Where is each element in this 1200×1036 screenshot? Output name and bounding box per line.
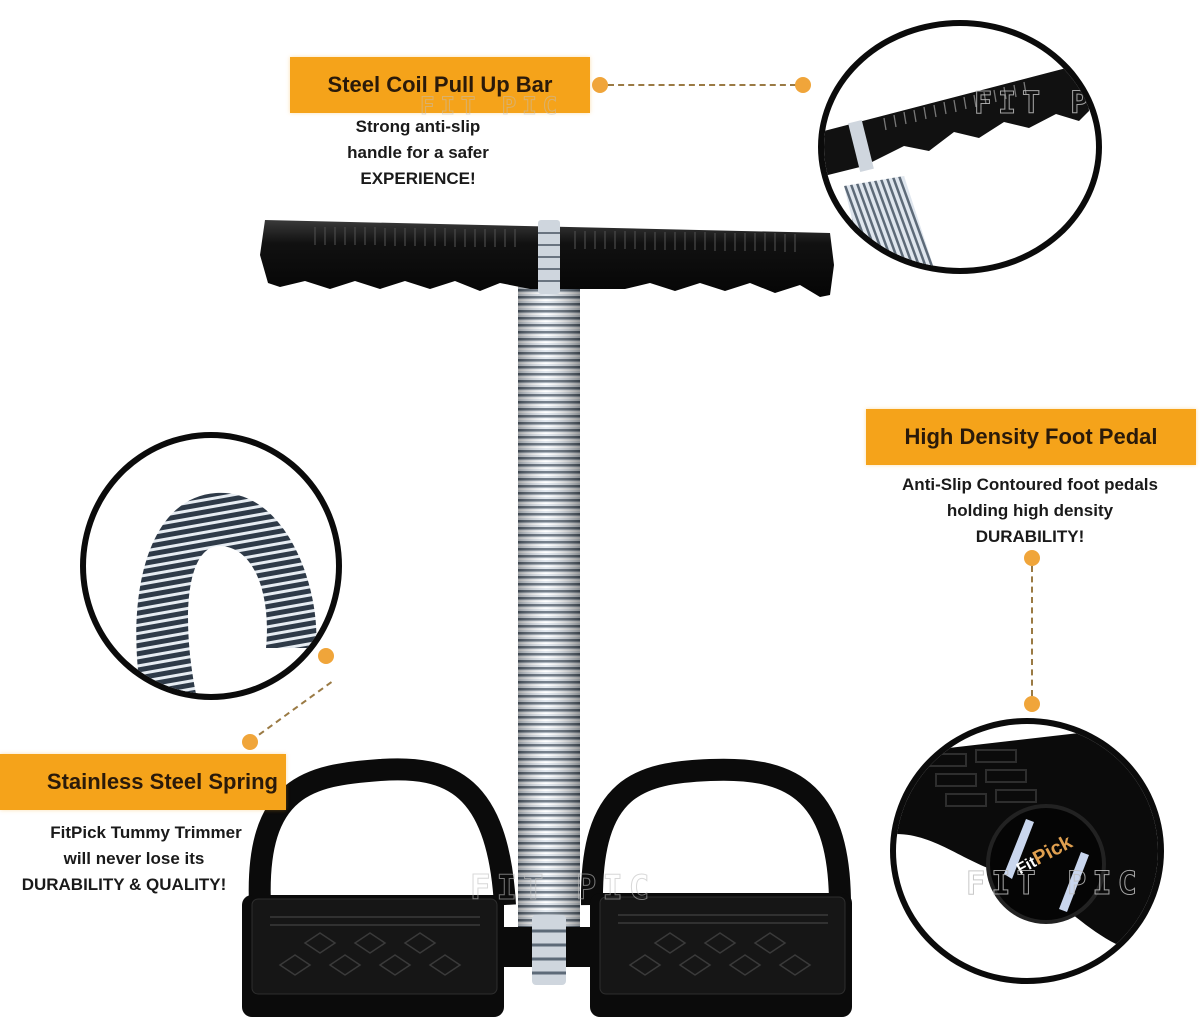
spring-detail-circle <box>80 432 342 700</box>
pull-up-bar-description: Strong anti-slip handle for a safer EXPE… <box>318 114 518 192</box>
description-line: Anti-Slip Contoured foot pedals <box>902 475 1158 494</box>
description-line: holding high density <box>946 501 1114 520</box>
watermark: FIT PIC <box>419 92 564 121</box>
description-line: FitPick Tummy Trimmer <box>50 823 242 842</box>
connector-dot <box>795 77 811 93</box>
connector-dot <box>1024 550 1040 566</box>
spring-title: Stainless Steel Spring <box>46 769 278 794</box>
watermark: FIT PIC <box>469 868 656 909</box>
watermark: FIT PIC <box>966 864 1143 903</box>
description-line: DURABILITY & QUALITY! <box>21 875 227 894</box>
connector-line <box>608 84 796 86</box>
handle-grip-icon <box>824 66 1089 268</box>
connector-line <box>1031 566 1033 696</box>
watermark: FIT PIC <box>973 86 1096 122</box>
description-line: handle for a safer <box>347 143 489 162</box>
foot-pedal-description: Anti-Slip Contoured foot pedals holding … <box>870 472 1190 550</box>
foot-pedal-banner: High Density Foot Pedal <box>866 409 1196 465</box>
foot-pedal-title: High Density Foot Pedal <box>904 424 1158 449</box>
spring-coil-icon <box>136 492 317 694</box>
connector-dot <box>318 648 334 664</box>
tummy-trimmer-icon <box>242 220 852 1017</box>
description-line: EXPERIENCE! <box>360 169 476 188</box>
spring-description: FitPick Tummy Trimmer will never lose it… <box>0 820 268 898</box>
handle-detail-circle: FIT PIC <box>818 20 1102 274</box>
description-line: will never lose its <box>63 849 205 868</box>
pedal-detail-circle: FitPick FIT PIC <box>890 718 1164 984</box>
pull-up-bar-title: Steel Coil Pull Up Bar <box>327 72 553 97</box>
connector-dot <box>592 77 608 93</box>
description-line: Strong anti-slip <box>355 117 481 136</box>
pull-up-bar-banner: Steel Coil Pull Up Bar <box>290 57 590 113</box>
connector-dot <box>242 734 258 750</box>
connector-dot <box>1024 696 1040 712</box>
spring-banner: Stainless Steel Spring <box>0 754 286 810</box>
description-line: DURABILITY! <box>975 527 1085 546</box>
product-image <box>230 205 870 1036</box>
